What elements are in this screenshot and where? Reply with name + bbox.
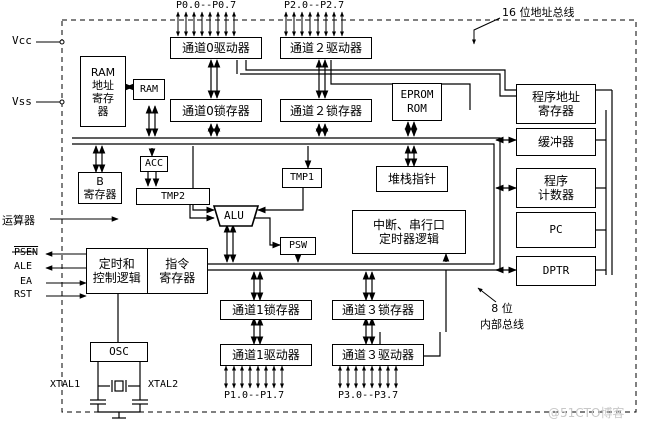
buffer-block: 缓冲器 (516, 128, 596, 156)
program-counter-block: 程序 计数器 (516, 168, 596, 208)
instruction-register-block: 指令 寄存器 (146, 249, 208, 293)
pin-ale-label: ALE (14, 261, 33, 272)
pin-xtal2-label: XTAL2 (148, 379, 179, 390)
watermark: @51CTO博客 (548, 406, 625, 420)
timing-control-block: 定时和 控制逻辑 (92, 257, 141, 285)
tmp2-register-block: TMP2 (136, 188, 210, 205)
stack-pointer-block: 堆栈指针 (376, 166, 448, 192)
internal-bus-label: 8 位 内部总线 (480, 302, 524, 331)
pin-ea-label: EA (20, 276, 33, 287)
alu-label: ALU (224, 209, 244, 222)
address-bus-label: 16 位地址总线 (502, 6, 575, 19)
port1-latch-block: 通道1锁存器 (220, 300, 312, 320)
timing-instruction-group: 定时和 控制逻辑 指令 寄存器 (86, 248, 208, 294)
tmp1-register-block: TMP1 (282, 168, 322, 188)
dptr-register-block: DPTR (516, 256, 596, 286)
port3-latch-block: 通道３锁存器 (332, 300, 424, 320)
program-address-register: 程序地址 寄存器 (516, 84, 596, 124)
port-p3-label: P3.0--P3.7 (338, 390, 399, 401)
port-p0-label: P0.0--P0.7 (176, 0, 237, 11)
pin-rst-label: RST (14, 289, 33, 300)
pc-register-block: PC (516, 212, 596, 248)
vcc-pin-label: Vcc (12, 34, 32, 47)
alu-unit-label: 运算器 (2, 214, 35, 227)
port0-latch-block: 通道0锁存器 (170, 99, 262, 122)
chip-boundary (61, 19, 637, 413)
port0-driver-block: 通道0驱动器 (170, 37, 262, 59)
port2-latch-block: 通道２锁存器 (280, 99, 372, 122)
eprom-rom-block: EPROM ROM (392, 83, 442, 121)
ram-block: RAM (133, 79, 165, 100)
port2-driver-block: 通道２驱动器 (280, 37, 372, 59)
port1-driver-block: 通道1驱动器 (220, 344, 312, 366)
b-register-block: B 寄存器 (78, 172, 122, 204)
ram-address-register: RAM 地址 寄存 器 (80, 56, 126, 127)
interrupt-serial-timer-block: 中断、串行口 定时器逻辑 (352, 210, 466, 254)
vss-pin-label: Vss (12, 95, 32, 108)
port-p1-label: P1.0--P1.7 (224, 390, 285, 401)
pin-xtal1-label: XTAL1 (50, 379, 81, 390)
acc-register-block: ACC (140, 156, 168, 172)
pin-psen-label: PSEN (14, 247, 39, 258)
port-p2-label: P2.0--P2.7 (284, 0, 345, 11)
oscillator-block: OSC (90, 342, 148, 362)
port3-driver-block: 通道３驱动器 (332, 344, 424, 366)
psw-register-block: PSW (280, 237, 316, 255)
